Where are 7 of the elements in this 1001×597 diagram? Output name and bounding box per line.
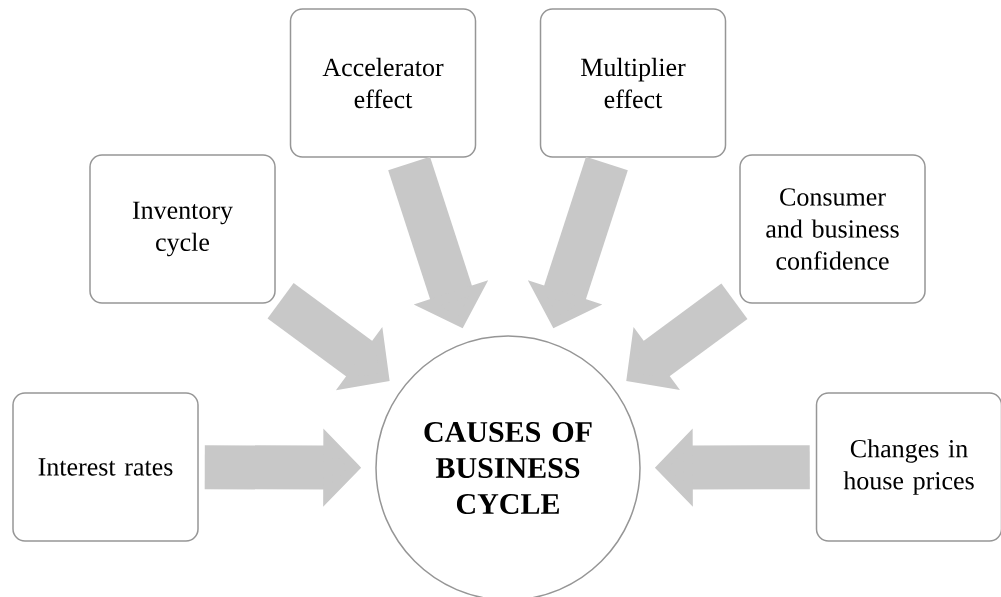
cause-box: Accelerator effect bbox=[289, 8, 477, 158]
cause-box: Interest rates bbox=[12, 392, 199, 542]
cause-box: Consumer and business confidence bbox=[739, 154, 926, 304]
block-arrow bbox=[626, 283, 748, 390]
cause-box: Inventory cycle bbox=[89, 154, 276, 304]
cause-box: Multiplier effect bbox=[539, 8, 727, 158]
cause-box: Changes in house prices bbox=[815, 392, 1001, 542]
